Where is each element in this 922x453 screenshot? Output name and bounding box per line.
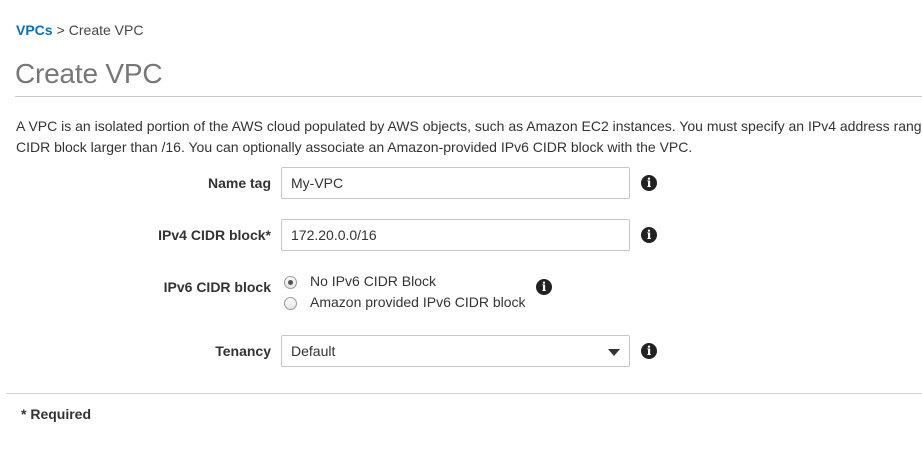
info-icon[interactable]: i <box>641 227 657 243</box>
tenancy-label: Tenancy <box>215 343 271 359</box>
ipv4-cidr-label: IPv4 CIDR block* <box>158 227 271 243</box>
tenancy-row: Tenancy Default i <box>0 335 922 367</box>
tenancy-selected-value: Default <box>291 343 336 359</box>
breadcrumb-separator: > <box>56 22 65 38</box>
name-tag-input[interactable] <box>281 167 630 199</box>
radio-button-checked[interactable] <box>284 276 297 289</box>
page-description: A VPC is an isolated portion of the AWS … <box>16 116 922 158</box>
description-line-1: A VPC is an isolated portion of the AWS … <box>16 118 922 134</box>
ipv6-option-none-label: No IPv6 CIDR Block <box>310 273 437 289</box>
required-note: * Required <box>21 406 92 422</box>
info-icon[interactable]: i <box>641 175 657 191</box>
ipv6-cidr-label: IPv6 CIDR block <box>163 279 271 295</box>
breadcrumb-vpcs-link[interactable]: VPCs <box>16 22 53 38</box>
ipv4-cidr-input[interactable] <box>281 219 630 251</box>
description-line-2: CIDR block larger than /16. You can opti… <box>16 139 693 155</box>
info-icon[interactable]: i <box>641 343 657 359</box>
tenancy-select[interactable]: Default <box>281 335 630 367</box>
footer-divider <box>6 393 922 394</box>
breadcrumb: VPCs>Create VPC <box>16 22 143 38</box>
page-title: Create VPC <box>15 58 163 89</box>
info-icon[interactable]: i <box>536 279 552 295</box>
name-tag-label: Name tag <box>207 175 271 191</box>
ipv6-option-amazon-label: Amazon provided IPv6 CIDR block <box>310 294 526 310</box>
ipv6-cidr-row: IPv6 CIDR block No IPv6 CIDR Block Amazo… <box>0 272 922 316</box>
radio-button-unchecked[interactable] <box>284 297 297 310</box>
name-tag-row: Name tag i <box>0 167 922 199</box>
ipv4-cidr-row: IPv4 CIDR block* i <box>0 219 922 251</box>
breadcrumb-current: Create VPC <box>68 22 144 38</box>
chevron-down-icon <box>608 349 620 356</box>
title-divider <box>15 96 922 97</box>
